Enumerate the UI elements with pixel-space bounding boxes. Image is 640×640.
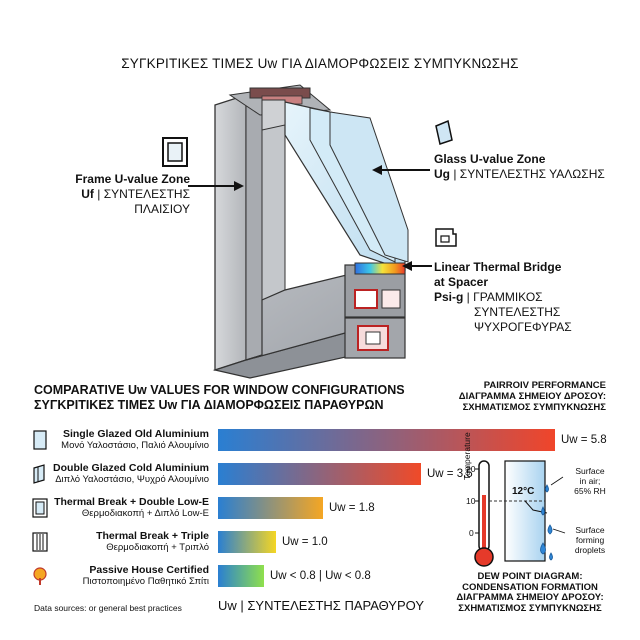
note-air-line2: in air;: [579, 476, 601, 486]
spacer-callout-line1: | ΓΡΑΜΜΙΚΟΣ: [463, 290, 543, 304]
comparison-title-line2: ΣΥΓΚΡΙΤΙΚΕΣ ΤΙΜΕΣ Uw ΓΙΑ ΔΙΑΜΟΡΦΩΣΕΙΣ ΠΑ…: [34, 398, 384, 412]
glass-callout-title: Glass U-value Zone: [434, 152, 546, 166]
glass-callout: Glass U-value Zone Ug | ΣΥΝΤΕΛΕΣΤΗΣ ΥΑΛΩ…: [434, 152, 605, 182]
single-glazing-icon: [32, 430, 48, 450]
passive-house-icon: [32, 566, 48, 586]
bar-value-label-2: Uw = 1.8: [329, 502, 375, 514]
spacer-callout-title2: at Spacer: [434, 275, 489, 289]
window-section-illustration: [188, 84, 432, 379]
note-drop-line3: droplets: [574, 545, 606, 555]
dew-title-line1: DEW POINT DIAGRAM:: [477, 571, 583, 582]
glass-pane-icon: [435, 119, 453, 145]
tick-20: 20: [466, 464, 476, 474]
bar-label-title: Double Glazed Cold Aluminium: [53, 462, 209, 474]
note-air-line1: Surface: [575, 466, 605, 476]
dew-title-line2: CONDENSATION FORMATION: [462, 581, 598, 593]
frame-icon: [162, 137, 188, 167]
tick-10: 10: [466, 496, 476, 506]
bar-label-title: Thermal Break + Double Low-E: [54, 496, 209, 508]
comparison-title-line1: COMPARATIVE Uw VALUES FOR WINDOW CONFIGU…: [34, 383, 405, 397]
bar-0: [218, 429, 555, 451]
comparison-title: COMPARATIVE Uw VALUES FOR WINDOW CONFIGU…: [34, 383, 405, 413]
dew-title-line3: ΔΙΑΓΡΑΜΜΑ ΣΗΜΕΙΟΥ ΔΡΟΣΟΥ:: [456, 592, 604, 603]
frame-callout-code: Uf: [81, 187, 94, 201]
page-title: ΣΥΓΚΡΙΤΙΚΕΣ ΤΙΜΕΣ Uw ΓΙΑ ΔΙΑΜΟΡΦΩΣΕΙΣ ΣΥ…: [121, 56, 519, 71]
bar-label-subtitle: Μονό Υαλοστάσιο, Παλιό Αλουμίνιο: [61, 440, 209, 451]
double-glazing-icon: [32, 464, 48, 484]
bar-label-subtitle: Διπλό Υαλοστάσιο, Ψυχρό Αλουμίνιο: [55, 474, 209, 485]
bar-label-title: Passive House Certified: [89, 564, 209, 576]
bar-value-label-1: Uw = 3.5: [427, 468, 473, 480]
bar-value-label-4: Uw < 0.8 | Uw < 0.8: [270, 570, 371, 582]
data-source-note: Data sources: or general best practices: [34, 603, 182, 613]
bar-label-subtitle: Πιστοποιημένο Παθητικό Σπίτι: [82, 576, 209, 587]
dew-point-title: DEW POINT DIAGRAM: CONDENSATION FORMATIO…: [440, 571, 620, 614]
note-drop-line2: forming: [575, 535, 605, 545]
glass-callout-code: Ug: [434, 167, 450, 181]
spacer-callout-title1: Linear Thermal Bridge: [434, 260, 562, 274]
spacer-callout-line3: ΨΥΧΡΟΓΕΦΥΡΑΣ: [474, 320, 572, 334]
bar-4: [218, 565, 264, 587]
spacer-callout-line2: ΣΥΝΤΕΛΕΣΤΗΣ: [474, 305, 561, 319]
bar-1: [218, 463, 421, 485]
thermal-break-triple-icon: [32, 532, 48, 552]
glass-callout-line1: | ΣΥΝΤΕΛΕΣΤΗΣ ΥΑΛΩΣΗΣ: [450, 167, 605, 181]
performance-title-line2: ΔΙΑΓΡΑΜΜΑ ΣΗΜΕΙΟΥ ΔΡΟΣΟΥ:: [458, 391, 606, 402]
bar-value-label-3: Uw = 1.0: [282, 536, 328, 548]
bar-2: [218, 497, 323, 519]
spacer-profile-icon: [435, 228, 457, 247]
performance-title-line1: PAIRROIV PERFORMANCE: [483, 380, 606, 391]
thermal-break-double-icon: [32, 498, 48, 518]
frame-callout-line1: | ΣΥΝΤΕΛΕΣΤΗΣ: [93, 187, 190, 201]
x-axis-label: Uw | ΣΥΝΤΕΛΕΣΤΗΣ ΠΑΡΑΘΥΡΟΥ: [218, 598, 425, 613]
bar-label-title: Thermal Break + Triple: [96, 530, 209, 542]
bar-value-label-0: Uw = 5.8: [561, 434, 607, 446]
bar-label-title: Single Glazed Old Aluminium: [62, 428, 209, 440]
note-surface-in-air: Surface in air; 65% RH: [565, 466, 615, 496]
dew-point-marker: 12°C: [512, 486, 535, 497]
dew-point-diagram: [474, 460, 566, 567]
note-air-line3: 65% RH: [574, 486, 606, 496]
frame-callout-line2: ΠΛΑΙΣΙΟΥ: [134, 202, 190, 216]
bar-3: [218, 531, 276, 553]
spacer-callout: Linear Thermal Bridge at Spacer Psi-g | …: [434, 260, 572, 335]
performance-title: PAIRROIV PERFORMANCE ΔΙΑΓΡΑΜΜΑ ΣΗΜΕΙΟΥ Δ…: [450, 380, 606, 413]
bar-label-subtitle: Θερμοδιακοπή + Τριπλό: [106, 542, 209, 553]
performance-title-line3: ΣΧΗΜΑΤΙΣΜΟΣ ΣΥΜΠΥΚΝΩΣΗΣ: [462, 402, 606, 413]
note-surface-droplets: Surface forming droplets: [565, 525, 615, 555]
note-drop-line1: Surface: [575, 525, 605, 535]
spacer-callout-code: Psi-g: [434, 290, 464, 304]
dew-title-line4: ΣΧΗΜΑΤΙΣΜΟΣ ΣΥΜΠΥΚΝΩΣΗΣ: [458, 602, 602, 614]
tick-0: 0: [469, 528, 474, 538]
frame-callout-title: Frame U-value Zone: [75, 172, 190, 186]
frame-callout: Frame U-value Zone Uf | ΣΥΝΤΕΛΕΣΤΗΣ ΠΛΑΙ…: [40, 172, 190, 217]
bar-label-subtitle: Θερμοδιακοπή + Διπλό Low-E: [81, 508, 209, 519]
